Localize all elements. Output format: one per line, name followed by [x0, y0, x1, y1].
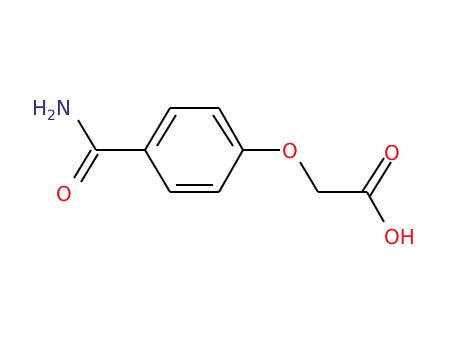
ring-bond-4	[218, 149, 244, 193]
amine-group-label: H2N	[32, 96, 71, 124]
amide-oxygen-label: O	[56, 182, 72, 206]
acid-carbonyl-oxygen-label: O	[384, 141, 400, 165]
bond-c-o-acid-1	[361, 157, 385, 193]
ether-oxygen-label: O	[282, 139, 298, 163]
hydroxyl-label: OH	[384, 225, 415, 249]
bond-c-o-amide-1	[73, 149, 92, 179]
bond-o-ether-ch2	[299, 161, 319, 193]
ring-bond-3	[218, 107, 244, 151]
bond-c-o-amide-2	[80, 153, 99, 183]
ring-inner-bond-3	[212, 114, 234, 147]
ring-inner-bond-1	[156, 114, 177, 147]
ring-bond-1	[144, 107, 171, 151]
bond-c-oh	[366, 191, 385, 223]
bond-n-c-amide	[77, 119, 97, 151]
bond-c-o-acid-2	[369, 161, 392, 197]
ring-bond-6	[144, 149, 171, 193]
